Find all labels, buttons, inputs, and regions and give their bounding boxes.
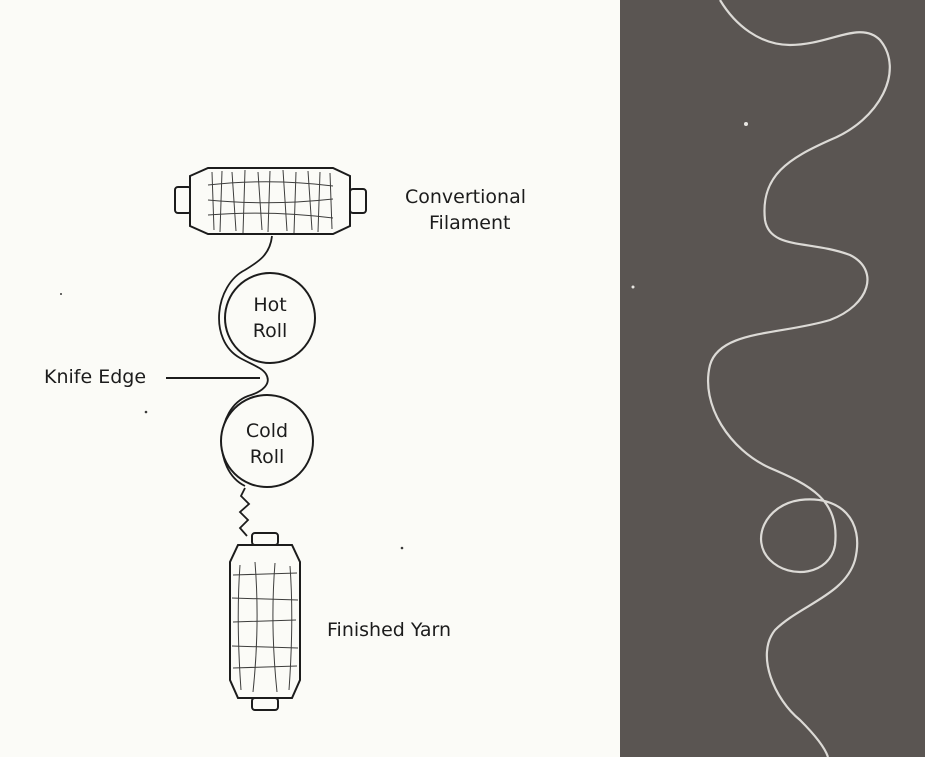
hot-roll-label: Hot Roll	[230, 292, 310, 344]
cold-roll-line1: Cold	[245, 420, 289, 442]
crimped-yarn-strand	[707, 0, 891, 757]
takeup-spool	[229, 532, 301, 711]
supply-spool	[174, 167, 367, 235]
hot-roll-line2: Roll	[252, 320, 288, 342]
knife-edge-label: Knife Edge	[44, 366, 147, 388]
hot-roll-line1: Hot	[253, 294, 287, 316]
cold-roll	[220, 394, 314, 488]
conventional-filament-line1: Convertional	[405, 186, 526, 208]
conventional-filament-label: Convertional Filament	[405, 184, 526, 236]
conventional-filament-line2: Filament	[429, 212, 511, 234]
finished-yarn-label: Finished Yarn	[327, 619, 452, 641]
photo-speckles	[631, 122, 748, 289]
cold-roll-label: Cold Roll	[227, 418, 307, 470]
cold-roll-line2: Roll	[249, 446, 285, 468]
hot-roll	[224, 272, 316, 364]
yarn-photo-panel	[620, 0, 925, 757]
print-speckles	[60, 293, 404, 550]
